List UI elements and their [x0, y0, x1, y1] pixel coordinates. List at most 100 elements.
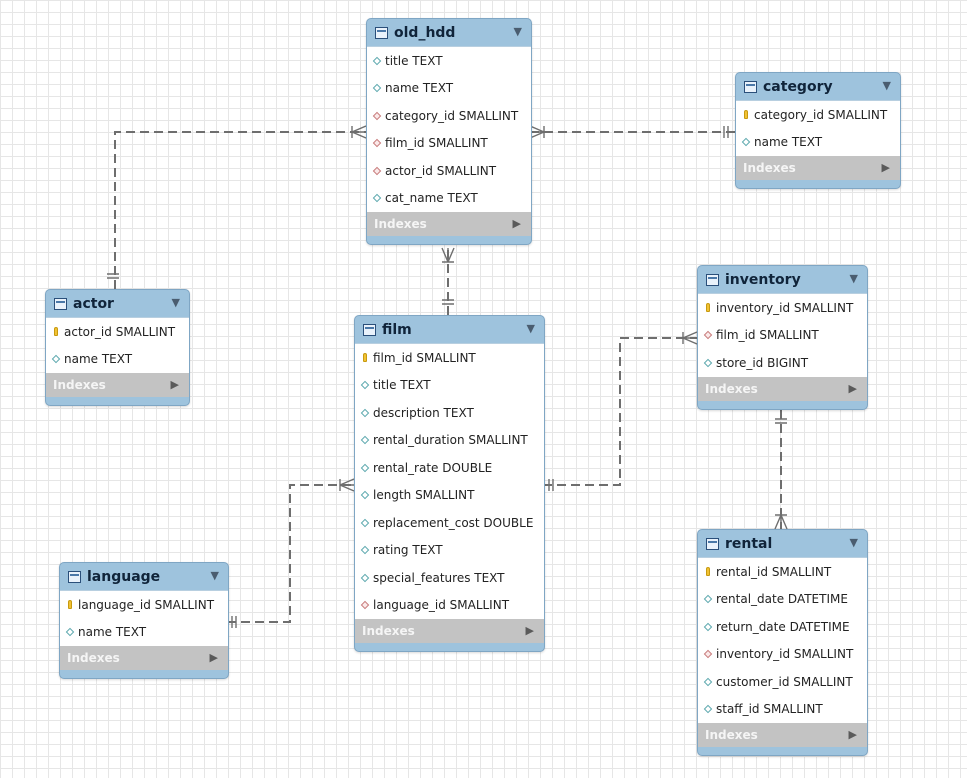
column-row[interactable]: return_date DATETIME: [698, 613, 867, 641]
chevron-down-icon[interactable]: ▼: [526, 322, 535, 335]
table-icon: [375, 26, 388, 39]
column-row[interactable]: category_id SMALLINT: [367, 102, 531, 130]
expand-arrow-icon[interactable]: ▶: [209, 651, 218, 664]
column-row[interactable]: language_id SMALLINT: [60, 591, 228, 619]
column-row[interactable]: name TEXT: [60, 619, 228, 647]
primary-key-icon: [360, 353, 370, 363]
column-label: special_features TEXT: [373, 570, 505, 585]
table-name: language: [87, 568, 161, 585]
column-row[interactable]: title TEXT: [367, 47, 531, 75]
one-marker: [775, 418, 787, 424]
expand-arrow-icon[interactable]: ▶: [848, 381, 857, 395]
column-row[interactable]: name TEXT: [736, 129, 900, 157]
expand-arrow-icon[interactable]: ▶: [512, 217, 521, 230]
chevron-down-icon[interactable]: ▼: [849, 536, 858, 549]
indexes-section[interactable]: Indexes▶: [46, 373, 189, 397]
chevron-down-icon[interactable]: ▼: [849, 272, 858, 285]
table-header[interactable]: language ▼: [60, 563, 228, 590]
column-row[interactable]: inventory_id SMALLINT: [698, 641, 867, 669]
foreign-key-diamond-icon: [703, 650, 713, 659]
chevron-down-icon[interactable]: ▼: [171, 296, 180, 309]
column-row[interactable]: rental_date DATETIME: [698, 586, 867, 614]
table-icon: [706, 273, 719, 286]
column-row[interactable]: length SMALLINT: [355, 482, 544, 510]
column-row[interactable]: rental_rate DOUBLE: [355, 454, 544, 482]
column-row[interactable]: category_id SMALLINT: [736, 101, 900, 129]
table-header[interactable]: inventory▼: [698, 266, 867, 293]
indexes-section[interactable]: Indexes▶: [736, 156, 900, 180]
table-rental[interactable]: rental▼rental_id SMALLINT rental_date DAT…: [697, 529, 868, 756]
indexes-section[interactable]: Indexes ▶: [698, 376, 867, 401]
column-row[interactable]: inventory_id SMALLINT: [698, 294, 867, 322]
column-label: film_id SMALLINT: [716, 328, 819, 343]
one-marker: [723, 126, 729, 138]
column-label: rental_duration SMALLINT: [373, 433, 528, 448]
column-row[interactable]: actor_id SMALLINT: [367, 157, 531, 185]
indexes-section[interactable]: Indexes▶: [698, 723, 867, 747]
expand-arrow-icon[interactable]: ▶: [525, 624, 534, 637]
column-diamond-icon: [360, 436, 370, 445]
column-row[interactable]: language_id SMALLINT: [355, 592, 544, 620]
column-diamond-icon: [703, 677, 713, 686]
column-label: film_id SMALLINT: [373, 350, 476, 365]
chevron-down-icon[interactable]: ▼: [882, 79, 891, 92]
column-label: store_id BIGINT: [716, 355, 809, 370]
indexes-section[interactable]: Indexes▶: [367, 212, 531, 236]
column-row[interactable]: cat_name TEXT: [367, 185, 531, 213]
indexes-label: Indexes: [705, 381, 758, 396]
column-row[interactable]: rating TEXT: [355, 537, 544, 565]
table-header[interactable]: film▼: [355, 316, 544, 343]
expand-arrow-icon[interactable]: ▶: [881, 161, 890, 174]
relation-film-inventory: [543, 337, 697, 486]
table-header[interactable]: old_hdd▼: [367, 19, 531, 46]
column-label: title TEXT: [385, 53, 443, 68]
indexes-section[interactable]: Indexes▶: [355, 619, 544, 643]
table-inventory[interactable]: inventory▼inventory_id SMALLINT film_id S…: [697, 265, 868, 410]
chevron-down-icon[interactable]: ▼: [210, 569, 219, 582]
column-row[interactable]: film_id SMALLINT: [698, 322, 867, 350]
column-label: inventory_id SMALLINT: [716, 647, 854, 662]
column-diamond-icon: [360, 518, 370, 527]
many-marker: [351, 125, 367, 139]
column-diamond-icon: [360, 381, 370, 390]
one-marker: [107, 273, 119, 279]
many-marker: [682, 331, 698, 345]
column-row[interactable]: rental_duration SMALLINT: [355, 427, 544, 455]
column-diamond-icon: [360, 408, 370, 417]
indexes-section[interactable]: Indexes▶: [60, 646, 228, 670]
expand-arrow-icon[interactable]: ▶: [170, 378, 179, 391]
table-header[interactable]: rental▼: [698, 530, 867, 557]
table-header[interactable]: category▼: [736, 73, 900, 100]
column-label: rental_date DATETIME: [716, 592, 848, 607]
chevron-down-icon[interactable]: ▼: [513, 25, 522, 38]
column-row[interactable]: film_id SMALLINT: [355, 344, 544, 372]
column-row[interactable]: title TEXT: [355, 372, 544, 400]
table-header[interactable]: actor▼: [46, 290, 189, 317]
column-row[interactable]: rental_id SMALLINT: [698, 558, 867, 586]
expand-arrow-icon[interactable]: ▶: [848, 728, 857, 741]
column-row[interactable]: store_id BIGINT: [698, 349, 867, 377]
foreign-key-diamond-icon: [372, 166, 382, 175]
primary-key-icon: [51, 327, 61, 337]
column-diamond-icon: [360, 573, 370, 582]
column-row[interactable]: name TEXT: [46, 346, 189, 374]
column-row[interactable]: description TEXT: [355, 399, 544, 427]
column-row[interactable]: special_features TEXT: [355, 564, 544, 592]
column-row[interactable]: replacement_cost DOUBLE: [355, 509, 544, 537]
column-row[interactable]: actor_id SMALLINT: [46, 318, 189, 346]
column-row[interactable]: customer_id SMALLINT: [698, 668, 867, 696]
column-row[interactable]: name TEXT: [367, 75, 531, 103]
column-row[interactable]: staff_id SMALLINT: [698, 696, 867, 724]
column-diamond-icon: [51, 355, 61, 364]
column-row[interactable]: film_id SMALLINT: [367, 130, 531, 158]
